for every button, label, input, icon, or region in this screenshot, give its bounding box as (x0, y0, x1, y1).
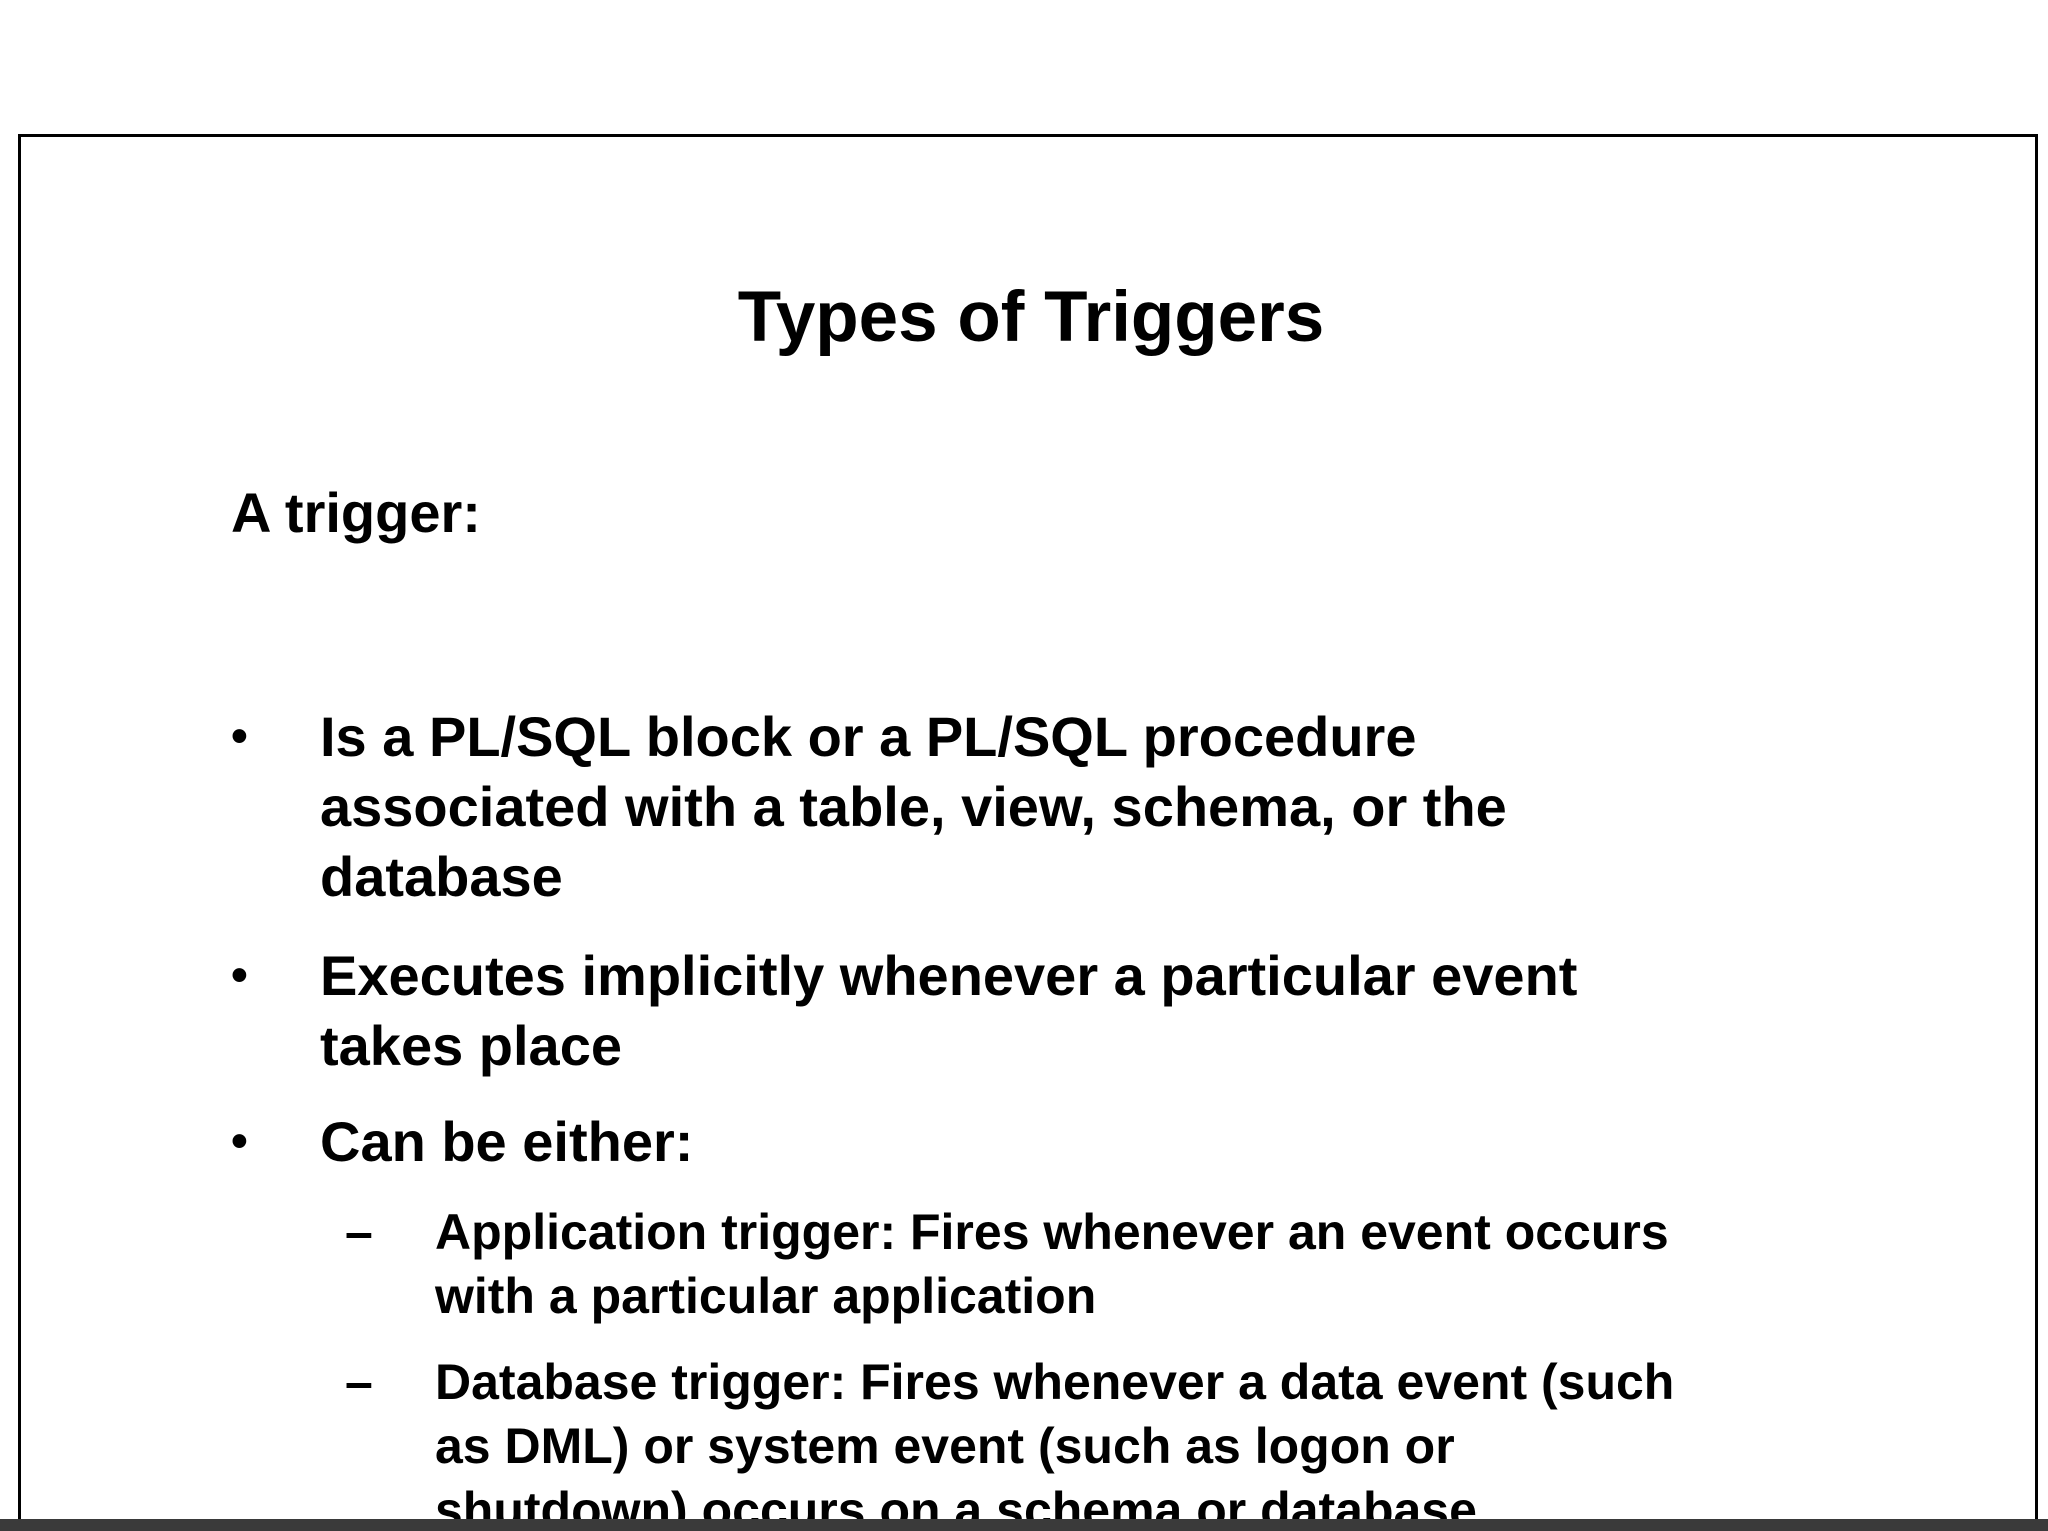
bullet-text: Executes implicitly whenever a particula… (320, 944, 1578, 1077)
slide-frame: Types of Triggers A trigger: • Is a PL/S… (18, 134, 2038, 1531)
sub-bullet-text: Database trigger: Fires whenever a data … (435, 1354, 1675, 1531)
bullet-marker: • (231, 949, 248, 1002)
sub-bullet-text: Application trigger: Fires whenever an e… (435, 1204, 1669, 1324)
bottom-bar (0, 1519, 2048, 1531)
bullet-text: Can be either: (320, 1110, 694, 1173)
intro-text: A trigger: (231, 481, 481, 544)
bullet-marker: • (231, 710, 248, 763)
slide-title: Types of Triggers (737, 278, 1325, 357)
bullet-text: Is a PL/SQL block or a PL/SQL procedure … (320, 705, 1507, 908)
bullet-marker: • (231, 1115, 248, 1168)
sub-bullet-marker: – (345, 1204, 373, 1260)
sub-bullet-marker: – (345, 1354, 373, 1410)
